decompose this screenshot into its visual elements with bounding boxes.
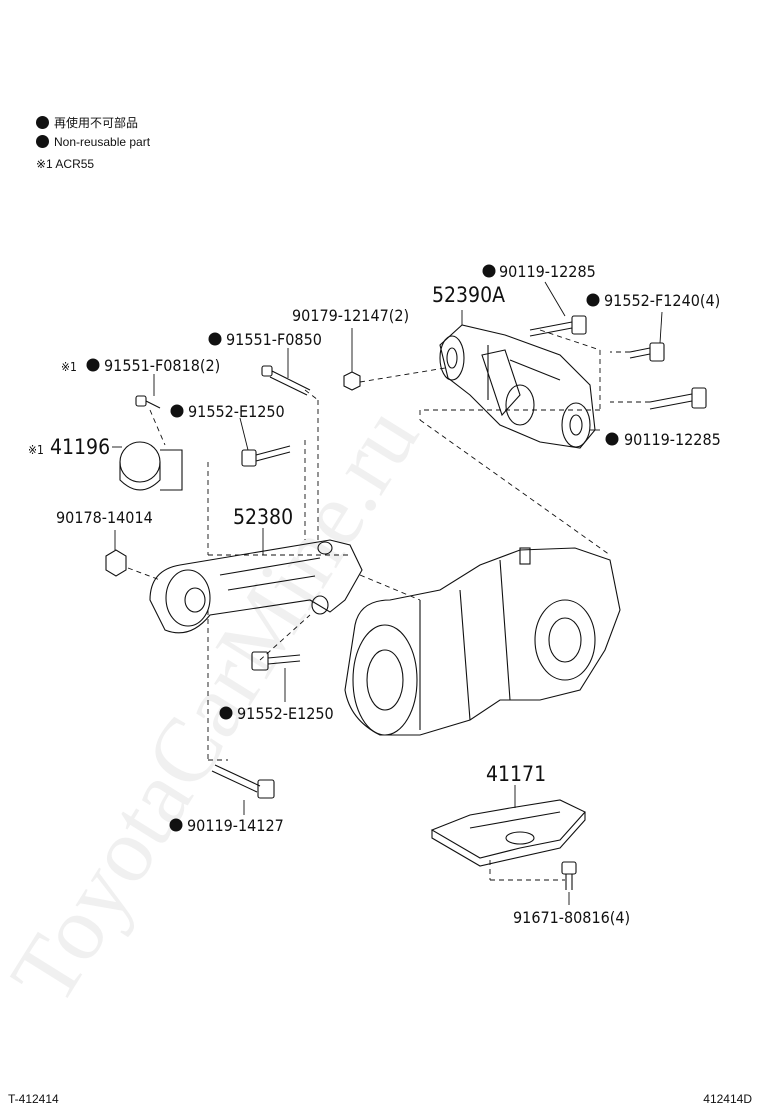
rear-differential-housing: [344, 547, 621, 736]
label-91551-F0818-note: ※1: [61, 360, 77, 374]
bolt-91552-E1250-lower: [251, 651, 301, 671]
footer-left-id: T-412414: [8, 1092, 59, 1106]
label-91552-E1250-lower: 91552-E1250: [237, 704, 334, 723]
label-91551-F0818: 91551-F0818(2): [104, 356, 220, 375]
bolt-91552-F1240: [629, 342, 665, 362]
damper-41196: [119, 441, 183, 491]
label-91552-E1250-upper: 91552-E1250: [188, 402, 285, 421]
label-41171: 41171: [486, 762, 546, 786]
label-52380: 52380: [233, 505, 293, 529]
bolt-90119-12285-right: [649, 387, 707, 410]
legend-nonreusable-jp: 再使用不可部品: [36, 114, 138, 131]
label-leaders: [112, 281, 663, 905]
legend-note: ※1 ACR55: [36, 157, 95, 171]
nonreusable-dot-icon: [36, 116, 49, 129]
leader-lines: [127, 329, 650, 881]
footer-right-id: 412414D: [703, 1092, 752, 1106]
nut-90179-12147: [343, 371, 361, 391]
bolt-91551-F0850: [261, 365, 311, 396]
label-90178-14014: 90178-14014: [56, 508, 153, 527]
stopper-90178-14014: [105, 549, 127, 577]
nonreusable-bullets: [86, 264, 619, 832]
label-91551-F0850: 91551-F0850: [226, 330, 322, 349]
bolt-91552-E1250-upper: [241, 445, 291, 467]
support-arm-52380: [149, 539, 363, 634]
label-90119-12285-top: 90119-12285: [499, 262, 596, 281]
label-52390A: 52390A: [432, 283, 505, 307]
rear-mount-bracket-52390A: [439, 324, 596, 449]
legend-nonreusable-en: Non-reusable part: [36, 135, 150, 149]
bolt-91551-F0818: [135, 395, 161, 409]
nonreusable-dot-icon: [36, 135, 49, 148]
label-91552-F1240: 91552-F1240(4): [604, 291, 720, 310]
label-90119-14127: 90119-14127: [187, 816, 284, 835]
label-90119-12285-right: 90119-12285: [624, 430, 721, 449]
label-90179-12147: 90179-12147(2): [292, 306, 409, 325]
bolt-91671-80816: [561, 861, 577, 890]
bolt-90119-14127: [211, 764, 275, 799]
label-41196-note: ※1: [28, 443, 44, 457]
bolt-90119-12285-top: [529, 315, 587, 337]
protector-plate-41171: [430, 799, 586, 867]
label-91671-80816: 91671-80816(4): [513, 908, 630, 927]
label-41196: 41196: [50, 435, 110, 459]
